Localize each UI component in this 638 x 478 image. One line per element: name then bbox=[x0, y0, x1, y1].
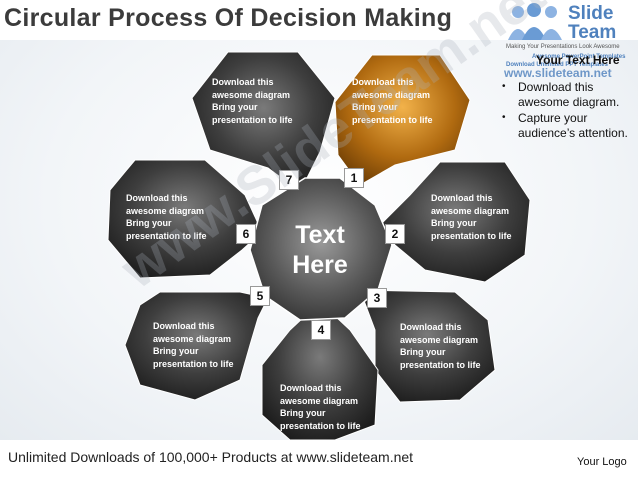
footer-text: Unlimited Downloads of 100,000+ Products… bbox=[8, 449, 414, 465]
people-logo-icon bbox=[508, 3, 562, 40]
slide-title: Circular Process Of Decision Making bbox=[4, 4, 453, 32]
step-3-line: presentation to life bbox=[400, 359, 481, 370]
step-2-shape bbox=[379, 161, 531, 283]
step-7-line: presentation to life bbox=[212, 114, 293, 125]
logo-name-line1: Slide bbox=[568, 3, 614, 24]
step-3-line: Bring your bbox=[400, 347, 446, 357]
step-2-line: Bring your bbox=[431, 218, 477, 228]
step-1-number: 1 bbox=[344, 168, 364, 188]
step-2-line: awesome diagram bbox=[431, 205, 510, 216]
step-4-line: Download this bbox=[280, 383, 342, 393]
step-1-line: awesome diagram bbox=[352, 89, 431, 100]
logo-name-line2: Team bbox=[568, 22, 617, 43]
step-4-text: Download this awesome diagram Bring your… bbox=[280, 382, 380, 432]
logo-sub1: Awesome PowerPoint Templates bbox=[532, 54, 626, 60]
step-6-line: presentation to life bbox=[126, 230, 207, 241]
step-2-number: 2 bbox=[385, 224, 405, 244]
step-6-line: awesome diagram bbox=[126, 205, 205, 216]
center-text-line2: Here bbox=[292, 251, 348, 279]
step-5-line: Download this bbox=[153, 321, 215, 331]
step-4-number: 4 bbox=[311, 320, 331, 340]
step-1-line: Download this bbox=[352, 77, 414, 87]
step-4-line: awesome diagram bbox=[280, 395, 359, 406]
center-text: Text Here bbox=[280, 220, 360, 280]
step-5-number: 5 bbox=[250, 286, 270, 306]
step-1-line: Bring your bbox=[352, 102, 398, 112]
right-heading: Your Text Here bbox=[536, 53, 620, 67]
step-7-line: awesome diagram bbox=[212, 89, 291, 100]
step-3-text: Download this awesome diagram Bring your… bbox=[400, 321, 500, 371]
bullet-item: Capture your audience’s attention. bbox=[500, 111, 635, 140]
step-5-text: Download this awesome diagram Bring your… bbox=[153, 320, 253, 370]
logo-name: Slide Team bbox=[568, 4, 616, 42]
step-1-line: presentation to life bbox=[352, 114, 433, 125]
watermark-url: www.slideteam.net bbox=[504, 66, 612, 80]
step-7-line: Bring your bbox=[212, 102, 258, 112]
step-3-number: 3 bbox=[367, 288, 387, 308]
step-4-line: presentation to life bbox=[280, 420, 361, 431]
step-6-line: Download this bbox=[126, 193, 188, 203]
bullet-item: Download this awesome diagram. bbox=[500, 80, 635, 109]
step-7-text: Download this awesome diagram Bring your… bbox=[212, 76, 312, 126]
step-4-line: Bring your bbox=[280, 408, 326, 418]
center-text-line1: Text bbox=[295, 221, 345, 249]
logo-sub2: Download Unlimited PPT Templates bbox=[506, 62, 608, 68]
step-5-line: Bring your bbox=[153, 346, 199, 356]
slideteam-logo: Slide Team Making Your Presentations Loo… bbox=[506, 2, 636, 68]
step-3-shape bbox=[359, 289, 496, 403]
step-5-line: awesome diagram bbox=[153, 333, 232, 344]
step-3-line: Download this bbox=[400, 322, 462, 332]
step-7-number: 7 bbox=[279, 170, 299, 190]
logo-tagline: Making Your Presentations Look Awesome bbox=[506, 44, 620, 50]
your-logo-text: Your Logo bbox=[577, 456, 627, 468]
step-6-shape bbox=[107, 159, 263, 279]
step-5-line: presentation to life bbox=[153, 358, 234, 369]
step-2-line: Download this bbox=[431, 193, 493, 203]
step-1-shape bbox=[334, 54, 471, 186]
step-7-line: Download this bbox=[212, 77, 274, 87]
step-6-line: Bring your bbox=[126, 218, 172, 228]
bullet-list: Download this awesome diagram. Capture y… bbox=[500, 80, 635, 142]
step-3-line: awesome diagram bbox=[400, 334, 479, 345]
step-6-number: 6 bbox=[236, 224, 256, 244]
step-1-text: Download this awesome diagram Bring your… bbox=[352, 76, 452, 126]
step-2-line: presentation to life bbox=[431, 230, 512, 241]
step-2-text: Download this awesome diagram Bring your… bbox=[431, 192, 531, 242]
step-6-text: Download this awesome diagram Bring your… bbox=[126, 192, 226, 242]
